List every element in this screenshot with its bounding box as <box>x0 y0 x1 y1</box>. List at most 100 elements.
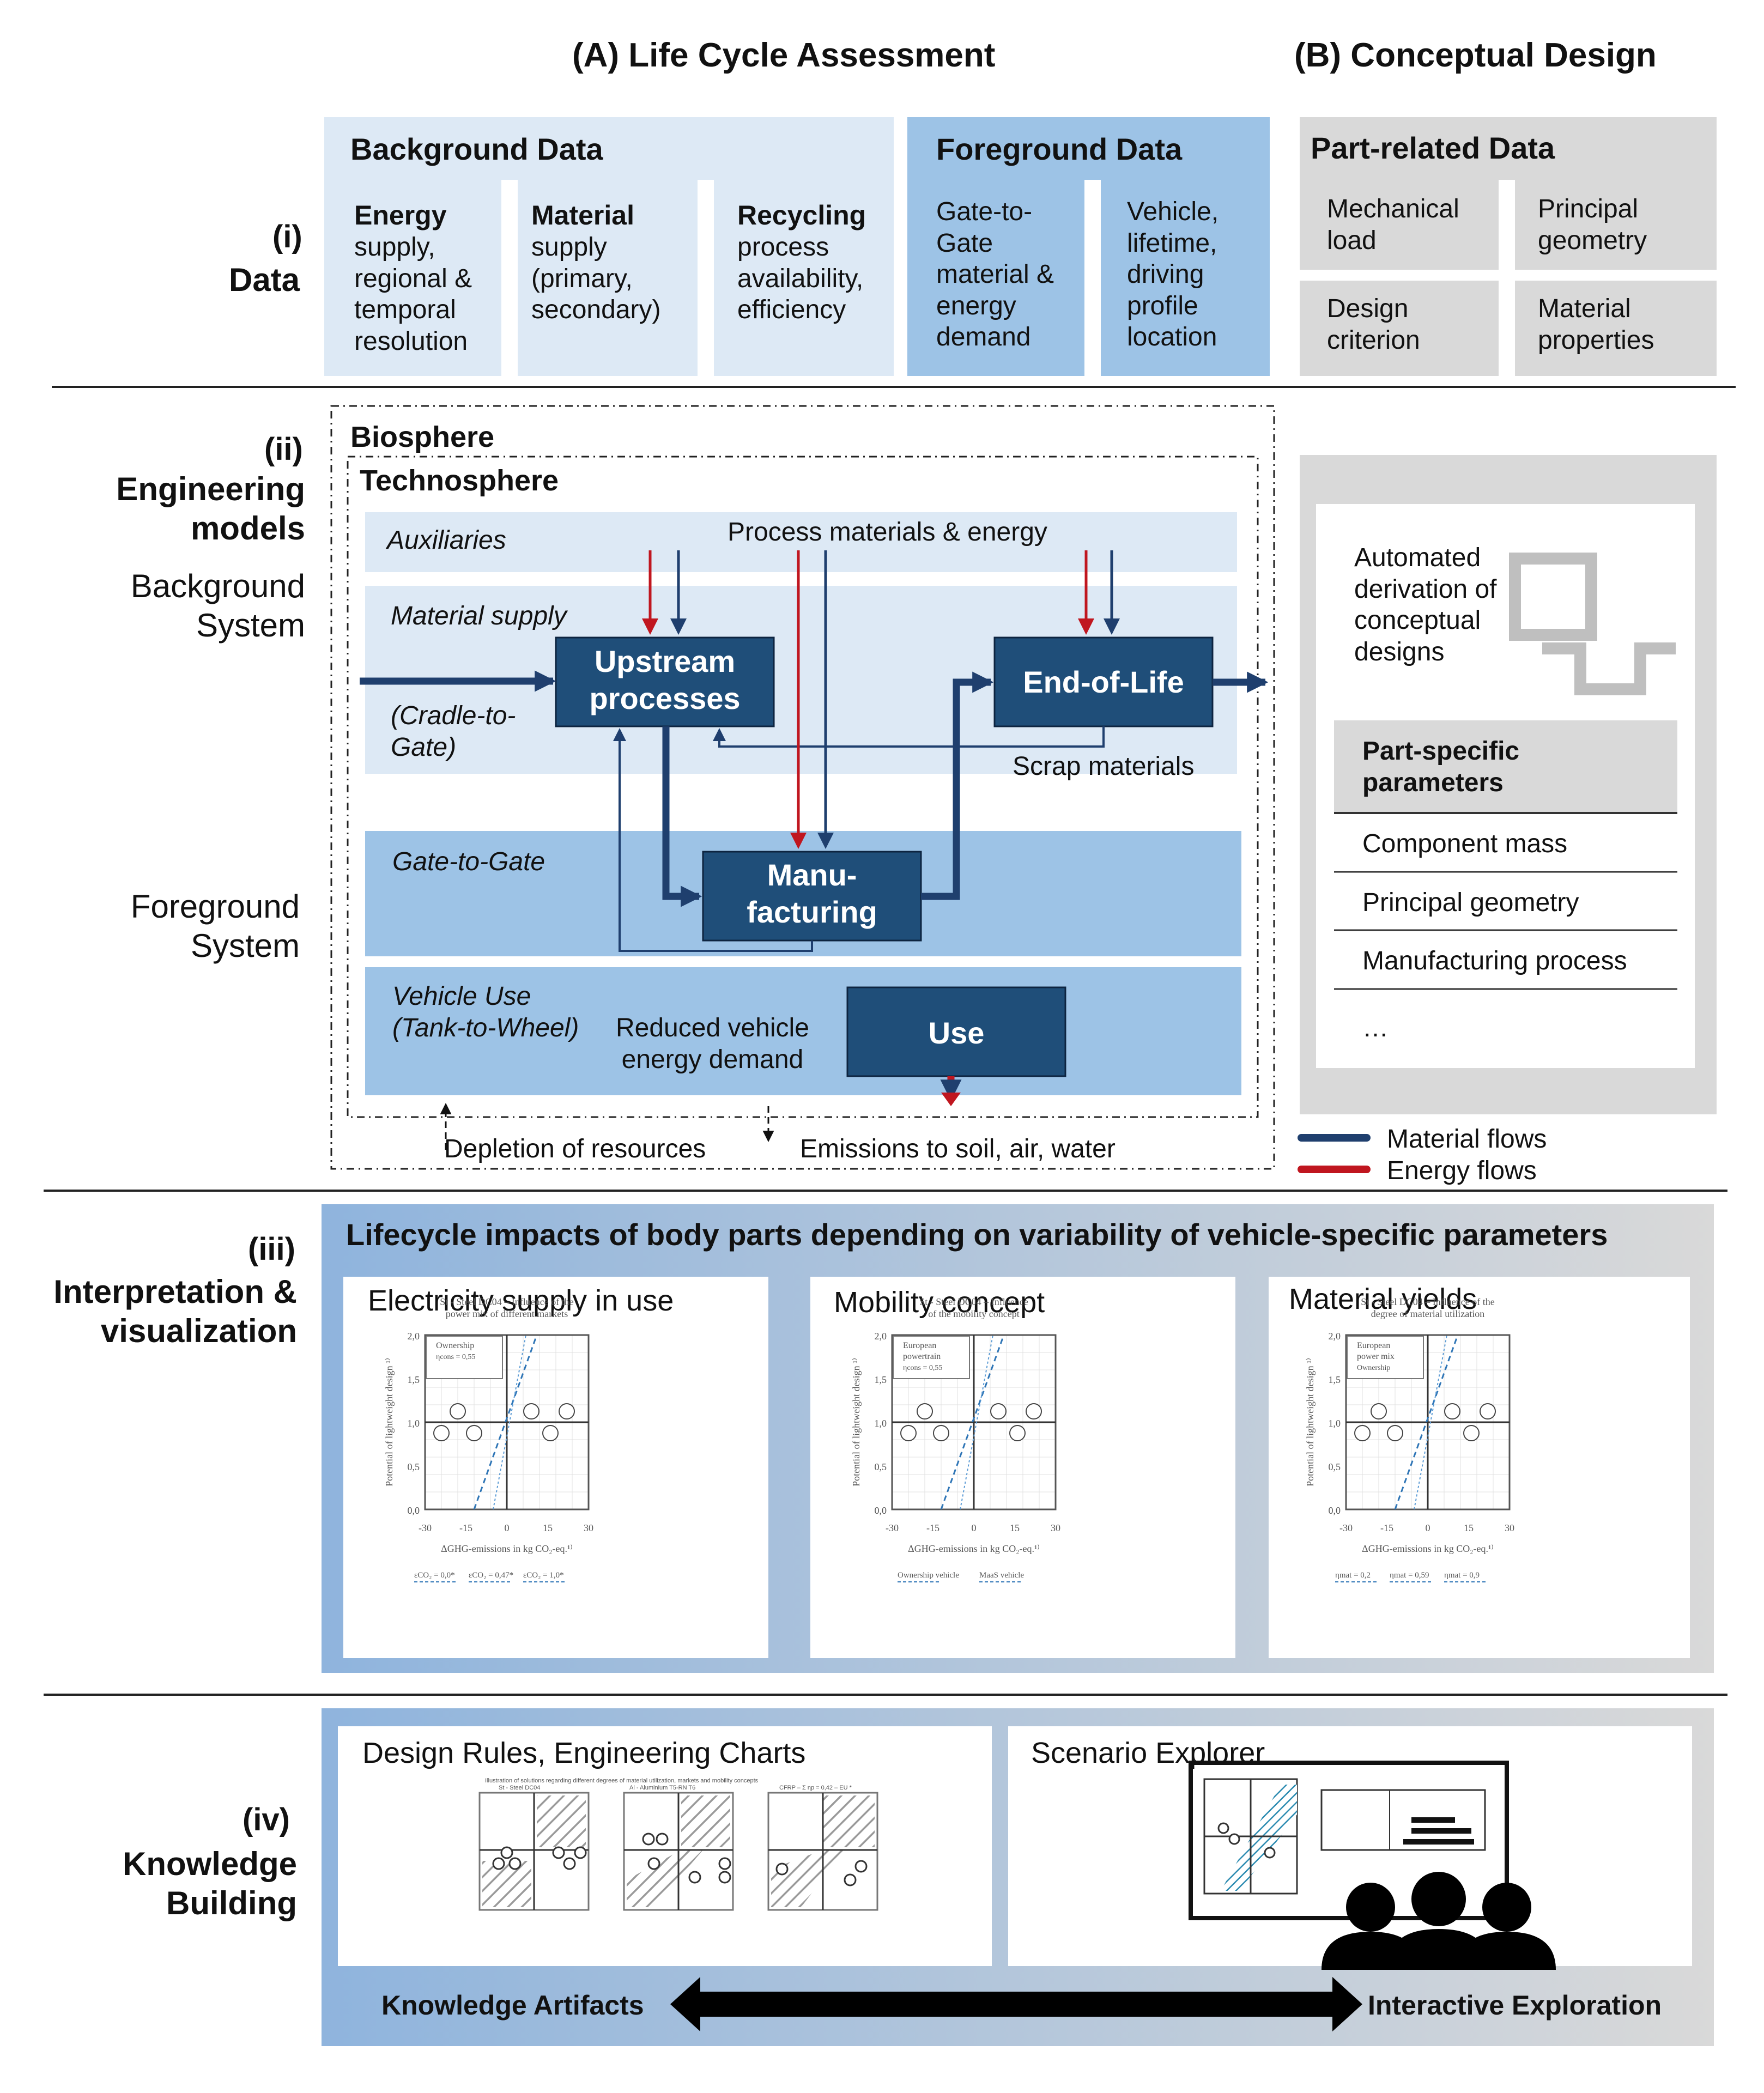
point-marker <box>1444 1403 1460 1419</box>
manufacturing-box <box>702 851 922 942</box>
manufacturing-scrap-flow <box>613 728 813 952</box>
foreground-data-title: Foreground Data <box>936 132 1183 166</box>
bottom-legend-text: ηmat = 0,9 <box>1444 1571 1480 1580</box>
automated-derivation-text: Automated derivation of conceptual desig… <box>1354 543 1497 666</box>
series-line <box>473 1334 538 1510</box>
inner-legend-text: Ownership <box>1357 1364 1390 1372</box>
scrap-materials-label: Scrap materials <box>1013 752 1195 781</box>
y-tick-label: 1,0 <box>1329 1418 1341 1429</box>
reduced-demand-label: Reduced vehicle energy demand <box>616 1014 809 1074</box>
part-data-title: Part-related Data <box>1311 131 1555 165</box>
design-rules-title: Design Rules, Engineering Charts <box>362 1737 806 1769</box>
eol-label: End-of-Life <box>1023 665 1184 699</box>
x-tick-label: 0 <box>972 1522 977 1533</box>
band-auxiliaries <box>365 512 1237 572</box>
mini-chart-aluminium-title: Al - Aluminium T5-RN T6 <box>629 1785 696 1791</box>
bottom-legend-text: Ownership vehicle <box>898 1571 959 1580</box>
point-marker <box>1354 1425 1371 1441</box>
point-marker <box>433 1425 450 1441</box>
background-system-label: Background System <box>130 568 305 644</box>
chart-title-line: of the mobility concept <box>928 1308 1019 1319</box>
technosphere-frame <box>347 456 1259 1118</box>
part-divider-h <box>1300 270 1717 281</box>
bottom-legend-text: ηmat = 0,2 <box>1335 1571 1371 1580</box>
y-axis-label: Potential of lightweight design ¹⁾ <box>1305 1358 1316 1487</box>
inner-legend <box>426 1336 503 1379</box>
y-tick-label: 1,5 <box>1329 1374 1341 1385</box>
y-tick-label: 0,0 <box>408 1505 420 1516</box>
gate-to-gate-label: Gate-to-Gate <box>392 847 545 876</box>
bottom-legend-text: εCO₂ = 0,0* <box>414 1571 455 1580</box>
x-tick-label: -30 <box>419 1522 432 1533</box>
row-iv-label: Knowledge Building <box>122 1846 297 1921</box>
series-line <box>493 1334 526 1510</box>
inner-legend-text: Ownership <box>436 1341 474 1350</box>
background-data-title: Background Data <box>350 132 603 166</box>
chart-title-line: St - Steel DC04 – Influence of the <box>440 1296 573 1307</box>
divider-1 <box>501 180 518 376</box>
point-marker <box>990 1403 1007 1419</box>
inner-legend-text: European <box>1357 1341 1390 1350</box>
point-marker <box>542 1425 559 1441</box>
point-marker <box>1026 1403 1042 1419</box>
bottom-legend-text: MaaS vehicle <box>979 1571 1024 1580</box>
panel-2-title: Mobility concept <box>834 1286 1045 1319</box>
x-axis-label: ΔGHG-emissions in kg CO₂-eq.¹⁾ <box>908 1543 1040 1554</box>
people-icon <box>1322 1872 1556 1970</box>
x-tick-label: -15 <box>1380 1522 1393 1533</box>
point-marker <box>917 1403 933 1419</box>
double-arrow <box>670 1977 1362 2031</box>
series-line <box>940 1334 1005 1510</box>
point-marker <box>1480 1403 1496 1419</box>
material-text: supply (primary, secondary) <box>531 233 661 325</box>
x-tick-label: 15 <box>1010 1522 1020 1533</box>
y-tick-label: 1,5 <box>875 1374 887 1385</box>
principal-geometry-data: Principal geometry <box>1538 195 1647 255</box>
flow-upstream-manufacturing <box>662 726 702 907</box>
param-principal-geometry: Principal geometry <box>1362 888 1579 917</box>
x-axis-label: ΔGHG-emissions in kg CO₂-eq.¹⁾ <box>441 1543 573 1554</box>
y-tick-label: 2,0 <box>1329 1331 1341 1342</box>
param-manufacturing-process: Manufacturing process <box>1362 947 1627 975</box>
point-marker <box>1009 1425 1026 1441</box>
use-box <box>846 986 1066 1077</box>
point-marker <box>1387 1425 1403 1441</box>
mini-chart-cfrp <box>767 1792 878 1911</box>
scenario-explorer-title: Scenario Explorer <box>1031 1737 1265 1769</box>
shape-square <box>1509 553 1597 641</box>
mechanical-load: Mechanical load <box>1327 195 1459 255</box>
x-tick-label: -15 <box>926 1522 939 1533</box>
param-component-mass: Component mass <box>1362 829 1568 858</box>
point-marker <box>933 1425 949 1441</box>
chart-title-line: power mix of different markets <box>446 1308 568 1319</box>
biosphere-label: Biosphere <box>350 421 495 453</box>
interactive-exploration-label: Interactive Exploration <box>1368 1990 1662 2021</box>
material-properties: Material properties <box>1538 294 1654 355</box>
band-vehicle-use <box>365 967 1241 1095</box>
emissions-label: Emissions to soil, air, water <box>800 1135 1116 1163</box>
mini-chart-cfrp-title: CFRP – Σ ηp = 0,42 – EU * <box>779 1785 852 1791</box>
divider-3 <box>1084 180 1101 376</box>
x-tick-label: 15 <box>1464 1522 1474 1533</box>
y-tick-label: 0,0 <box>1329 1505 1341 1516</box>
bottom-legend-text: εCO₂ = 1,0* <box>523 1571 564 1580</box>
background-data-box <box>324 117 894 376</box>
auxiliaries-label: Auxiliaries <box>387 526 506 555</box>
depletion-label: Depletion of resources <box>444 1135 706 1163</box>
legend-energy-label: Energy flows <box>1387 1156 1537 1185</box>
chart-title-line: St - Steel DC04 – Influence <box>919 1296 1028 1307</box>
x-tick-label: 30 <box>584 1522 593 1533</box>
biosphere-frame <box>330 405 1275 1170</box>
point-marker <box>523 1403 539 1419</box>
interpretation-title: Lifecycle impacts of body parts dependin… <box>346 1217 1608 1252</box>
y-tick-label: 2,0 <box>875 1331 887 1342</box>
chart-title-line: St - Steel DC04 – Influence of the <box>1361 1296 1494 1307</box>
y-tick-label: 0,0 <box>875 1505 887 1516</box>
row-ii-num: (ii) <box>264 432 303 467</box>
inner-legend-text: ηcons = 0,55 <box>903 1364 942 1372</box>
y-tick-label: 0,5 <box>408 1461 420 1472</box>
bottom-legend-text: ηmat = 0,59 <box>1390 1571 1429 1580</box>
chart-title-line: degree of material utilization <box>1371 1308 1484 1319</box>
x-tick-label: 30 <box>1051 1522 1060 1533</box>
